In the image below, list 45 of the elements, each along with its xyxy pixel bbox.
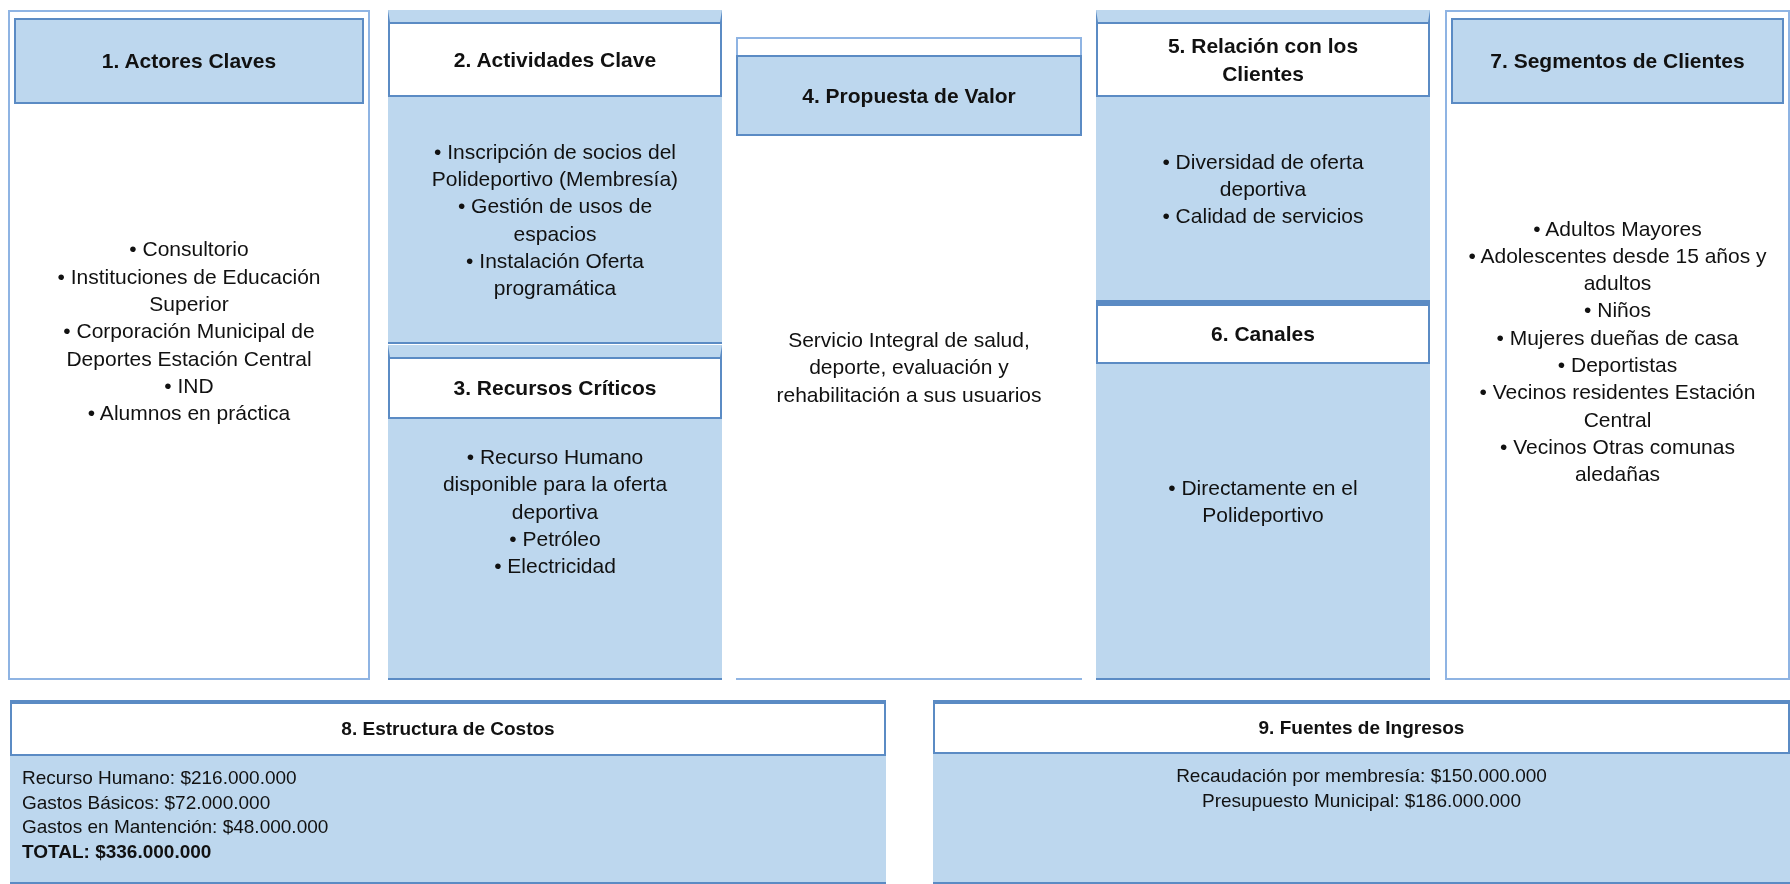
list-item: • Calidad de servicios — [1161, 203, 1365, 230]
block-title: 7. Segmentos de Clientes — [1490, 48, 1745, 75]
list-item: • Gestión de usos de espacios — [456, 193, 654, 247]
body-text: Gastos en Mantención: $48.000.000 — [22, 815, 330, 840]
block-title: 3. Recursos Críticos — [453, 375, 657, 402]
list-item: • Adolescentes desde 15 años y adultos — [1467, 242, 1768, 297]
list-item: • Vecinos residentes Estación Central — [1478, 379, 1757, 433]
canvas-block — [1096, 302, 1430, 680]
list-item: • IND — [163, 372, 215, 399]
canvas-block — [388, 10, 722, 344]
list-item: • Vecinos Otras comunas aledañas — [1499, 433, 1736, 488]
list-item: • Inscripción de socios del Polideportivo (Membresía) — [430, 138, 680, 192]
list-item: • Alumnos en práctica — [86, 400, 292, 427]
canvas-block — [10, 700, 886, 884]
list-item: • Adultos Mayores — [1532, 215, 1703, 242]
list-item: • Recurso Humano disponible para la oferta deportiva — [441, 444, 669, 525]
block-title: 4. Propuesta de Valor — [802, 82, 1016, 109]
block-title: 6. Canales — [1211, 321, 1315, 348]
list-item: • Consultorio — [128, 236, 250, 263]
block-title: 8. Estructura de Costos — [341, 716, 555, 741]
canvas-block — [933, 700, 1790, 884]
block-title: 2. Actividades Clave — [453, 46, 657, 73]
list-item: • Deportistas — [1556, 352, 1679, 378]
canvas-block — [1445, 10, 1790, 680]
block-title: 9. Fuentes de Ingresos — [1258, 715, 1465, 740]
body-text: Recaudación por membresía: $150.000.000 — [1175, 764, 1548, 788]
list-item: • Directamente en el Polideportivo — [1167, 474, 1359, 528]
list-item: • Niños — [1583, 297, 1652, 324]
block-title: 1. Actores Claves — [101, 48, 277, 75]
canvas-block — [1096, 10, 1430, 302]
canvas-block — [388, 345, 722, 680]
list-item: • Electricidad — [493, 553, 617, 580]
list-item: • Petróleo — [508, 525, 602, 552]
list-item: • Instalación Oferta programática — [465, 247, 645, 302]
body-text: TOTAL: $336.000.000 — [22, 840, 213, 865]
list-item: • Corporación Municipal de Deportes Estación Central — [62, 318, 316, 372]
block-title: 5. Relación con los Clientes — [1166, 33, 1360, 87]
list-item: Servicio Integral de salud, deporte, evaluación y rehabilitación a sus usuarios — [775, 327, 1043, 408]
list-item: • Instituciones de Educación Superior — [56, 263, 322, 318]
canvas-block — [8, 10, 370, 680]
body-text: Recurso Humano: $216.000.000 — [22, 766, 298, 790]
list-item: • Mujeres dueñas de casa — [1495, 324, 1740, 351]
list-item: • Diversidad de oferta deportiva — [1161, 148, 1365, 202]
body-text: Presupuesto Municipal: $186.000.000 — [1201, 788, 1522, 813]
body-text: Gastos Básicos: $72.000.000 — [22, 790, 272, 815]
